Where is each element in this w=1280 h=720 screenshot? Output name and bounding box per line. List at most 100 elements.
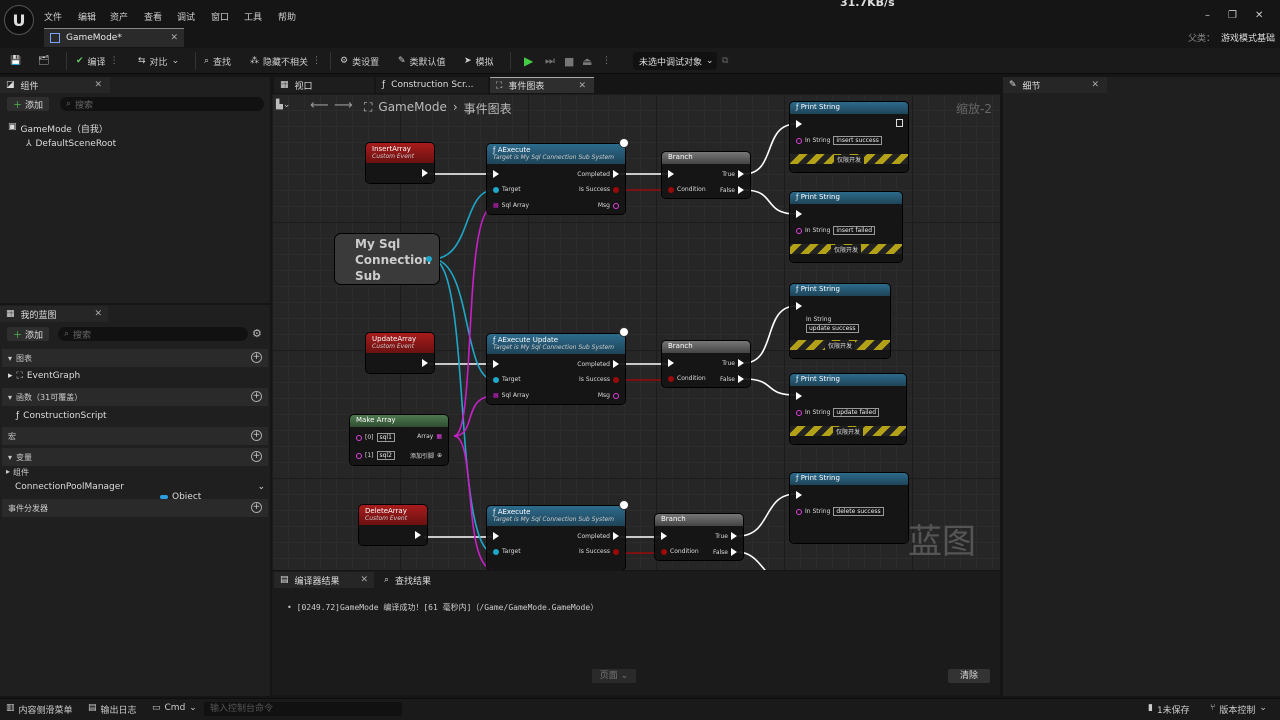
content-drawer-button[interactable]: ▥内容侧滑菜单	[6, 703, 73, 716]
maximize-icon[interactable]: ❐	[1228, 10, 1237, 21]
section-variables[interactable]: ▾变量+	[2, 448, 268, 466]
exec-in-pin[interactable]	[796, 491, 802, 499]
add-function-icon[interactable]: +	[251, 391, 262, 402]
subsystem-node[interactable]: My Sql Connection Sub System	[335, 234, 439, 284]
debug-browse-icon[interactable]: ⧉	[722, 56, 729, 66]
exec-out-pin[interactable]	[613, 170, 619, 178]
true-out-pin[interactable]	[731, 532, 737, 540]
branch-node-delete[interactable]: Branch True Condition False	[655, 514, 743, 560]
exec-out-pin[interactable]	[613, 532, 619, 540]
branch-node-insert[interactable]: Branch True Condition False	[662, 152, 750, 198]
class-settings-button[interactable]: ⚙类设置	[340, 53, 379, 69]
debug-object-select[interactable]: 未选中调试对象⌄	[633, 52, 717, 70]
menu-item[interactable]: 调试	[177, 13, 196, 23]
exec-in-pin[interactable]	[668, 170, 674, 178]
page-select[interactable]: 页面 ⌄	[592, 669, 636, 683]
target-pin[interactable]	[493, 548, 499, 555]
target-pin[interactable]	[493, 186, 499, 193]
bool-out-pin[interactable]	[613, 548, 619, 555]
exec-in-pin[interactable]	[493, 170, 499, 178]
condition-pin[interactable]	[661, 548, 667, 555]
in-string-value[interactable]: delete success	[833, 507, 884, 516]
menu-item[interactable]: 文件	[44, 13, 63, 23]
exec-in-pin[interactable]	[493, 532, 499, 540]
exec-out-pin[interactable]	[422, 169, 428, 177]
exec-in-pin[interactable]	[796, 210, 802, 218]
add-pin-icon[interactable]: ⊕	[436, 452, 442, 459]
play-icon[interactable]: ▶	[524, 54, 534, 68]
minimize-icon[interactable]: –	[1205, 10, 1210, 21]
string-in-pin[interactable]	[796, 137, 802, 144]
unsaved-indicator[interactable]: ▮1未保存	[1148, 703, 1190, 716]
unreal-logo-icon[interactable]: U	[4, 5, 34, 35]
string-out-pin[interactable]	[613, 202, 619, 209]
close-icon[interactable]: ✕	[1091, 80, 1099, 90]
tab-viewport[interactable]: ▦视口	[274, 77, 374, 93]
add-component-button[interactable]: ＋添加	[7, 97, 50, 111]
add-macro-icon[interactable]: +	[251, 430, 262, 441]
false-out-pin[interactable]	[738, 186, 744, 194]
pin0-value[interactable]: sql1	[376, 433, 395, 442]
browse-icon[interactable]: 🗂	[38, 56, 50, 66]
menu-item[interactable]: 编辑	[78, 13, 97, 23]
true-out-pin[interactable]	[738, 170, 744, 178]
add-graph-icon[interactable]: +	[251, 352, 262, 363]
my-blueprint-tab[interactable]: ▦我的蓝图✕	[0, 306, 108, 322]
graph-options-icon[interactable]: ▙⌄	[276, 100, 291, 110]
save-icon[interactable]: 💾	[10, 56, 22, 66]
components-search-input[interactable]: ⌕搜索	[60, 97, 264, 111]
menu-item[interactable]: 查看	[144, 13, 163, 23]
section-macros[interactable]: 宏+	[2, 427, 268, 445]
chevron-down-icon[interactable]: ⌄	[257, 482, 265, 492]
exec-out-pin[interactable]	[613, 360, 619, 368]
menu-item[interactable]: 资产	[110, 13, 129, 23]
make-array-node[interactable]: Make Array [0]sql1 Array▦ [1]sql2 添加引脚⊕	[350, 415, 448, 465]
components-tab[interactable]: ◪组件✕	[0, 77, 110, 93]
console-input[interactable]: 输入控制台命令	[204, 702, 402, 716]
exec-in-pin[interactable]	[493, 360, 499, 368]
back-arrow-icon[interactable]: ⟵	[310, 98, 329, 113]
event-graph-canvas[interactable]: ▙⌄ ⟵ ⟶ ⛶ GameMode › 事件图表 缩放-2 蓝图 My Sql …	[272, 94, 1000, 570]
cmd-select[interactable]: ▭Cmd⌄	[152, 703, 197, 713]
close-icon[interactable]: ✕	[94, 80, 102, 90]
bool-out-pin[interactable]	[613, 186, 619, 193]
output-log-button[interactable]: ▤输出日志	[88, 703, 137, 716]
menu-item[interactable]: 帮助	[278, 13, 297, 23]
string-in-pin[interactable]	[796, 508, 802, 515]
pin1-value[interactable]: sql2	[376, 451, 395, 460]
target-pin[interactable]	[493, 376, 499, 383]
subsystem-output-pin[interactable]	[426, 256, 432, 262]
parent-class-value[interactable]: 游戏模式基础	[1221, 34, 1276, 44]
branch-node-update[interactable]: Branch True Condition False	[662, 341, 750, 387]
string-in-pin[interactable]	[796, 227, 802, 234]
tab-event-graph[interactable]: ⛶事件图表✕	[490, 77, 594, 93]
exec-in-pin[interactable]	[796, 392, 802, 400]
close-icon[interactable]: ✕	[1254, 10, 1264, 21]
add-member-button[interactable]: ＋添加	[7, 327, 50, 341]
event-graph-item[interactable]: ▸⛶EventGraph	[8, 371, 81, 381]
component-child[interactable]: ⅄DefaultSceneRoot	[26, 139, 116, 149]
string-in-pin[interactable]	[796, 409, 802, 416]
menu-item[interactable]: 窗口	[211, 13, 230, 23]
false-out-pin[interactable]	[731, 548, 737, 556]
array-pin-icon[interactable]: ▦	[493, 202, 499, 209]
hide-unrelated-button[interactable]: ⁂隐藏不相关⋮	[250, 56, 322, 68]
variable-category[interactable]: ▸组件	[6, 467, 30, 477]
settings-gear-icon[interactable]: ⚙	[252, 327, 262, 340]
in-string-value[interactable]: insert failed	[833, 226, 876, 235]
class-defaults-button[interactable]: ✎类默认值	[398, 53, 446, 69]
tab-find-results[interactable]: ⌕查找结果	[378, 572, 468, 588]
close-icon[interactable]: ✕	[578, 80, 586, 91]
exec-out-pin[interactable]	[896, 119, 903, 127]
array-pin-icon[interactable]: ▦	[493, 392, 499, 399]
